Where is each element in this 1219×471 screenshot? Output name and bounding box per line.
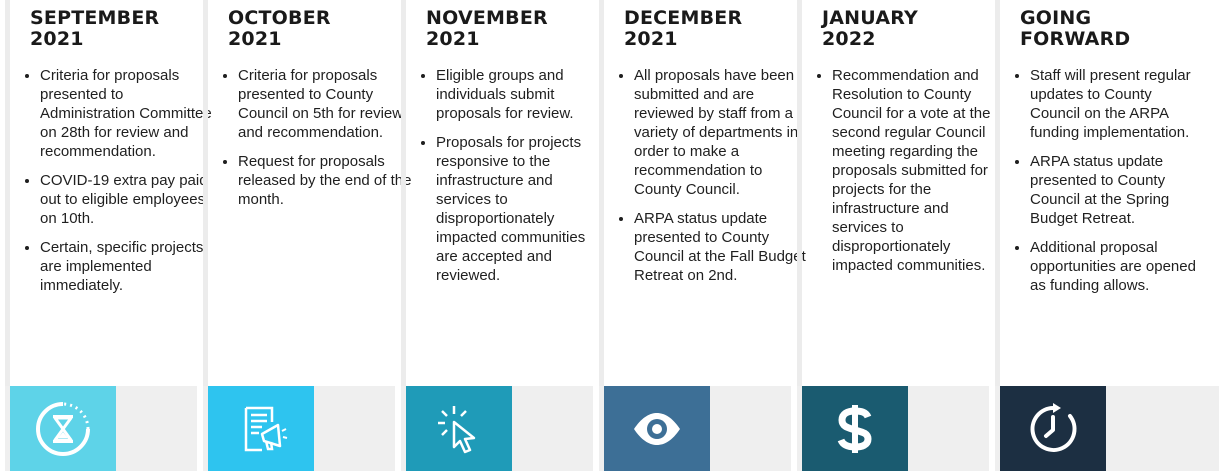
timeline-column-october-2021: OCTOBER 2021 Criteria for proposals pres… <box>198 0 411 471</box>
timeline-column-going-forward: GOING FORWARD Staff will present regular… <box>990 0 1219 471</box>
column-divider <box>401 0 406 386</box>
column-heading: SEPTEMBER 2021 <box>30 7 160 50</box>
list-item: Staff will present regular updates to Co… <box>1030 66 1205 142</box>
icon-tile <box>406 386 512 471</box>
list-item: Additional proposal opportunities are op… <box>1030 238 1205 295</box>
bullet-list: Criteria for proposals presented to Admi… <box>22 66 215 305</box>
list-item: Eligible groups and individuals submit p… <box>436 66 611 123</box>
bullet-list: Staff will present regular updates to Co… <box>1012 66 1205 305</box>
list-item: ARPA status update presented to County C… <box>1030 152 1205 228</box>
hourglass-icon <box>36 401 90 456</box>
icon-tile <box>802 386 908 471</box>
bullet-list: Criteria for proposals presented to Coun… <box>220 66 413 219</box>
column-divider <box>5 0 10 386</box>
timeline-column-january-2022: JANUARY 2022 Recommendation and Resoluti… <box>792 0 990 471</box>
list-item: Certain, specific projects are implement… <box>40 238 215 295</box>
clock-refresh-icon <box>1030 402 1077 452</box>
column-heading: JANUARY 2022 <box>822 7 918 50</box>
cursor-click-icon <box>438 405 476 453</box>
column-heading: GOING FORWARD <box>1020 7 1131 50</box>
column-divider <box>797 0 802 386</box>
timeline-column-september-2021: SEPTEMBER 2021 Criteria for proposals pr… <box>0 0 212 471</box>
column-divider <box>599 0 604 386</box>
document-megaphone-icon <box>244 406 288 451</box>
column-divider <box>995 0 1000 386</box>
list-item: All proposals have been submitted and ar… <box>634 66 809 199</box>
dollar-icon <box>837 404 872 453</box>
column-heading: NOVEMBER 2021 <box>426 7 548 50</box>
icon-tile <box>10 386 116 471</box>
icon-tile <box>208 386 314 471</box>
icon-tile <box>604 386 710 471</box>
timeline-column-december-2021: DECEMBER 2021 All proposals have been su… <box>594 0 806 471</box>
list-item: Proposals for projects responsive to the… <box>436 133 611 285</box>
bullet-list: Eligible groups and individuals submit p… <box>418 66 611 295</box>
eye-icon <box>634 412 680 445</box>
list-item: Criteria for proposals presented to Coun… <box>238 66 413 142</box>
timeline-column-november-2021: NOVEMBER 2021 Eligible groups and indivi… <box>396 0 593 471</box>
list-item: Criteria for proposals presented to Admi… <box>40 66 215 161</box>
column-divider <box>203 0 208 386</box>
list-item: Recommendation and Resolution to County … <box>832 66 1007 275</box>
column-heading: OCTOBER 2021 <box>228 7 331 50</box>
bullet-list: All proposals have been submitted and ar… <box>616 66 809 295</box>
bullet-list: Recommendation and Resolution to County … <box>814 66 1007 285</box>
icon-tile <box>1000 386 1106 471</box>
list-item: Request for proposals released by the en… <box>238 152 413 209</box>
column-heading: DECEMBER 2021 <box>624 7 743 50</box>
list-item: ARPA status update presented to County C… <box>634 209 809 285</box>
list-item: COVID-19 extra pay paid out to eligible … <box>40 171 215 228</box>
